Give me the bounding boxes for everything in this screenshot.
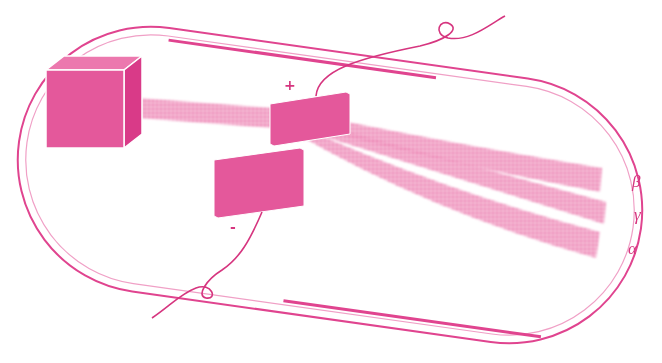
radiation-beams [138,98,606,258]
ray-label: γ [634,206,641,223]
charge-sign: + [284,78,296,92]
ray-label: β [632,173,640,190]
charged-plates [214,92,350,218]
ray-label: α [628,240,637,257]
lead-block [46,56,142,148]
charge-sign: - [230,220,236,234]
glass-tube [1,10,660,361]
wires [152,16,505,318]
